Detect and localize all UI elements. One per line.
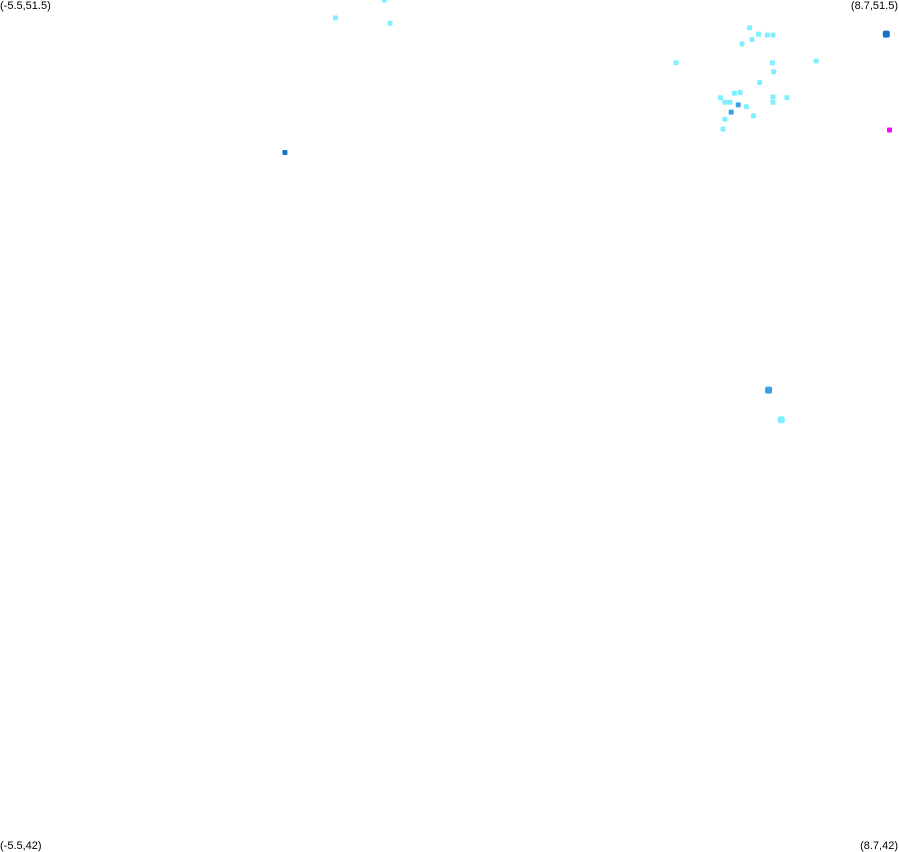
map-point	[882, 30, 890, 38]
corner-label-top-left: (-5.5,51.5)	[0, 0, 51, 12]
map-point	[765, 386, 773, 394]
map-point	[727, 99, 733, 105]
map-point	[764, 32, 770, 38]
map-point	[747, 25, 753, 31]
map-point	[770, 99, 776, 105]
map-point	[771, 69, 777, 75]
map-point	[718, 95, 723, 101]
map-point	[381, 0, 387, 3]
map-point	[731, 90, 737, 96]
map-point	[333, 15, 338, 21]
corner-label-bottom-left: (-5.5,42)	[0, 840, 42, 852]
map-point	[749, 37, 755, 42]
map-point	[770, 32, 776, 38]
map-point	[673, 60, 679, 66]
map-point	[784, 95, 790, 101]
map-point	[282, 150, 288, 155]
map-point	[743, 104, 749, 110]
points-layer	[282, 0, 892, 424]
map-point	[750, 113, 756, 119]
map-point	[720, 126, 726, 132]
map-point	[770, 94, 776, 100]
map-point	[387, 20, 393, 26]
map-point	[722, 99, 728, 105]
map-point	[728, 109, 734, 115]
map-point	[777, 416, 785, 424]
map-point	[737, 89, 743, 95]
map-point	[735, 102, 741, 108]
corner-label-bottom-right: (8.7,42)	[860, 840, 898, 852]
map-point	[756, 31, 761, 37]
map-point	[757, 80, 763, 85]
map-point	[813, 58, 819, 64]
map-point	[739, 41, 745, 47]
map-point	[722, 116, 728, 122]
corner-label-top-right: (8.7,51.5)	[850, 0, 898, 12]
map-point	[769, 60, 775, 66]
map-point	[887, 127, 892, 133]
